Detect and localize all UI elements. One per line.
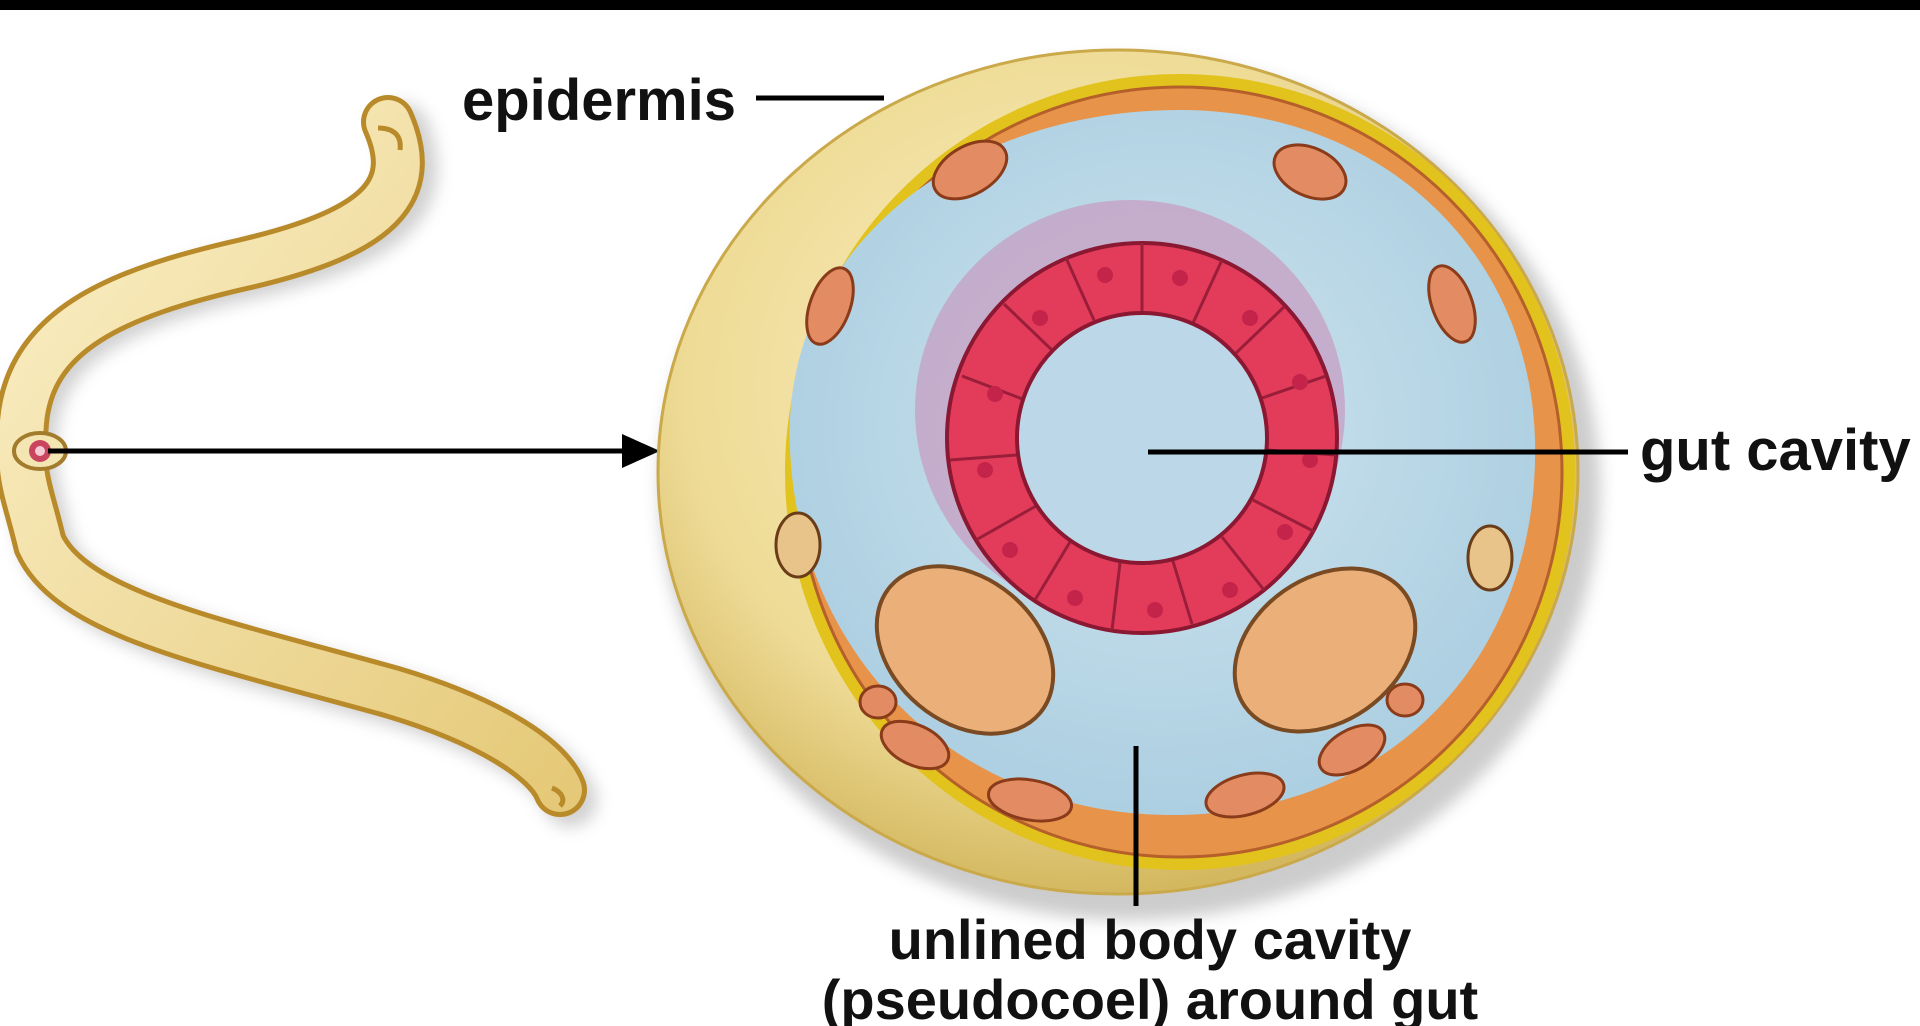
cross-section — [658, 50, 1600, 920]
gut-cavity-label: gut cavity — [1640, 422, 1911, 480]
worm-cut-lumen — [35, 446, 45, 456]
worm — [14, 122, 570, 806]
section-arrow — [48, 434, 660, 468]
epidermis-label: epidermis — [462, 72, 736, 130]
nematode-cross-section-illustration — [0, 10, 1920, 1026]
body-cavity-label-line1: unlined body cavity — [770, 910, 1530, 970]
diagram-canvas: epidermis gut cavity unlined body cavity… — [0, 10, 1920, 1026]
gut-lumen — [1017, 313, 1267, 563]
body-cavity-label: unlined body cavity (pseudocoel) around … — [770, 910, 1530, 1026]
body-cavity-label-line2: (pseudocoel) around gut — [770, 970, 1530, 1026]
worm-body-outline — [21, 122, 560, 790]
